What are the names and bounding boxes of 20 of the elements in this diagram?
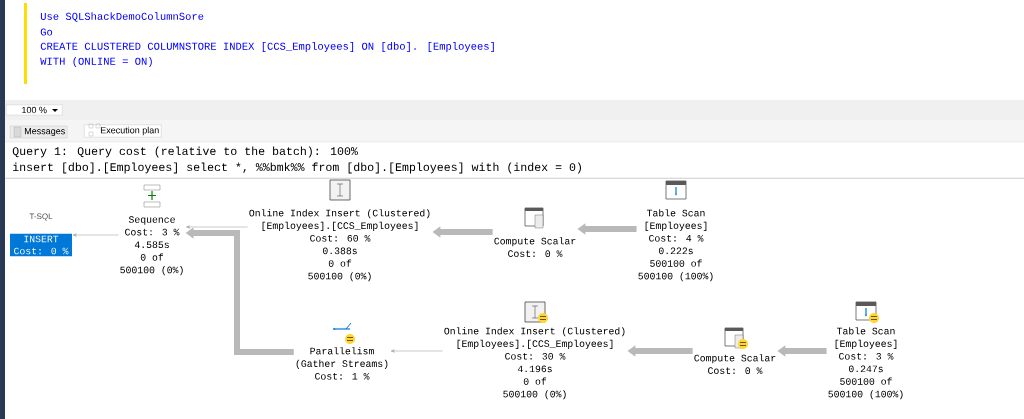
- messages-tab: Messages: [10, 125, 68, 139]
- code-line: Go: [40, 28, 53, 36]
- operator-label: Parallelism (Gather Streams) Cost: 1 %: [296, 347, 388, 380]
- operator-label: Compute Scalar Cost: 0 %: [694, 354, 776, 374]
- operator-label: Table Scan [Employees] Cost: 4 % 0.222s 500100 of 500100 (100%): [638, 209, 713, 282]
- selected-operator: INSERT Cost: 0 %: [10, 233, 72, 257]
- arrow: [186, 225, 248, 229]
- operator-label: Compute Scalar Cost: 0 %: [494, 237, 576, 257]
- operator-label: Online Index Insert (Clustered) [Employees].[CCS_Employees] Cost: 30 % 4.196s 0 of 500100 (0%): [444, 327, 625, 400]
- query-text: Query 1: Query cost (relative to the batch): 100%: [12, 146, 358, 158]
- code-line: Use SQLShackDemoColumnSore: [40, 12, 204, 22]
- operator-label: Table Scan [Employees] Cost: 3 % 0.247s 500100 of 500100 (100%): [828, 327, 903, 400]
- query-text: insert [dbo].[Employees] select *, %%bmk%% from [dbo].[Employees] with (index = 0): [13, 162, 581, 174]
- code-line: WITH (ONLINE = ON): [40, 57, 152, 67]
- code-line: CREATE CLUSTERED COLUMNSTORE INDEX [CCS_Employees] ON [dbo]. [Employees]: [40, 42, 494, 52]
- operator-label: Online Index Insert (Clustered) [Employees].[CCS_Employees] Cost: 60 % 0.388s 0 of 500100 (0%): [249, 209, 430, 282]
- caption-text: T-SQL: [29, 213, 53, 221]
- operator-label: Sequence Cost: 3 % 4.585s 0 of 500100 (0%): [120, 216, 183, 276]
- execution-plan-tab: Execution plan: [84, 123, 162, 138]
- zoom-dropdown: 100 %: [6, 104, 63, 116]
